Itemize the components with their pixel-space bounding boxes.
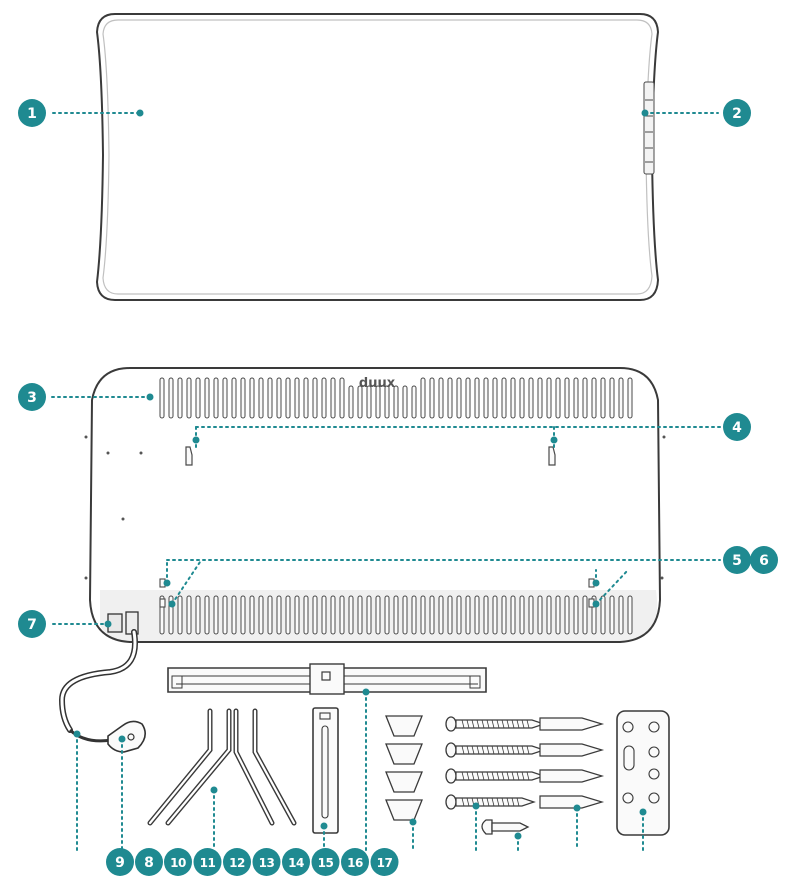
callout-leader-lines: [51, 109, 721, 851]
callout-badge-16: 16: [341, 848, 369, 876]
callout-number: 11: [200, 856, 216, 870]
callout-circle: [164, 848, 192, 876]
stand-feet: [147, 708, 297, 826]
callout-badge-7: 7: [18, 610, 46, 638]
anchor-screw-heads: [385, 715, 423, 821]
callout-badge-5: 5: [723, 546, 751, 574]
callout-number: 15: [318, 856, 334, 870]
callout-circle: [18, 383, 46, 411]
callout-badge-1: 1: [18, 99, 46, 127]
callout-circle: [18, 99, 46, 127]
wall-bracket-hooks: [185, 446, 556, 466]
foot-mount-points: [159, 578, 595, 608]
callout-badge-9: 9: [106, 848, 134, 876]
control-panel-side: [643, 81, 655, 175]
heater-back-view: duux: [84, 367, 666, 643]
screw-holes: [84, 435, 666, 580]
callout-badge-15: 15: [311, 848, 340, 876]
callout-number: 5: [732, 553, 742, 569]
callout-badge-11: 11: [193, 848, 222, 876]
bottom-vent-grille: [159, 595, 633, 635]
stand-feet-highlight: [148, 709, 296, 825]
callout-badge-2: 2: [723, 99, 751, 127]
callout-circle: [193, 848, 222, 876]
callout-number: 14: [288, 856, 304, 870]
long-screws: [445, 716, 546, 810]
callout-number: 16: [347, 856, 363, 870]
wall-plugs: [539, 717, 605, 809]
callout-number: 3: [27, 390, 37, 406]
callout-circle: [723, 546, 751, 574]
callout-number: 2: [732, 106, 742, 122]
callout-badge-14: 14: [282, 848, 310, 876]
top-vent-grille: [159, 377, 633, 419]
callout-number: 4: [732, 420, 742, 436]
callout-number: 12: [229, 856, 245, 870]
callout-number: 13: [259, 856, 275, 870]
callout-number: 6: [759, 553, 769, 569]
callout-circle: [750, 546, 778, 574]
callout-number: 10: [170, 856, 186, 870]
callout-circle: [311, 848, 340, 876]
callout-circle: [282, 848, 310, 876]
small-screw: [481, 819, 530, 835]
callout-badge-8: 8: [135, 848, 163, 876]
callout-circle: [723, 99, 751, 127]
brand-logo: duux: [359, 376, 396, 391]
callout-badge-10: 10: [164, 848, 192, 876]
callout-badge-4: 4: [723, 413, 751, 441]
remote-control: [616, 710, 670, 836]
callout-number: 9: [115, 855, 125, 871]
callout-number: 7: [27, 617, 37, 633]
callout-badge-17: 17: [370, 848, 399, 876]
power-cable: [58, 629, 146, 753]
heater-front-view: [95, 13, 660, 301]
callout-circle: [223, 848, 251, 876]
mounting-plate: [312, 707, 339, 834]
wall-bracket: [167, 663, 487, 695]
callout-badge-6: 6: [750, 546, 778, 574]
callout-number: 1: [27, 106, 37, 122]
callout-badge-13: 13: [252, 848, 281, 876]
callout-badge-3: 3: [18, 383, 46, 411]
callout-number: 17: [377, 856, 393, 870]
callout-circle: [18, 610, 46, 638]
callout-circle: [135, 848, 163, 876]
callout-circle: [370, 848, 399, 876]
power-plug: [107, 720, 146, 753]
callout-badge-12: 12: [223, 848, 251, 876]
callout-circle: [723, 413, 751, 441]
callout-circle: [252, 848, 281, 876]
callout-circle: [106, 848, 134, 876]
callout-circle: [341, 848, 369, 876]
callout-number: 8: [144, 855, 154, 871]
